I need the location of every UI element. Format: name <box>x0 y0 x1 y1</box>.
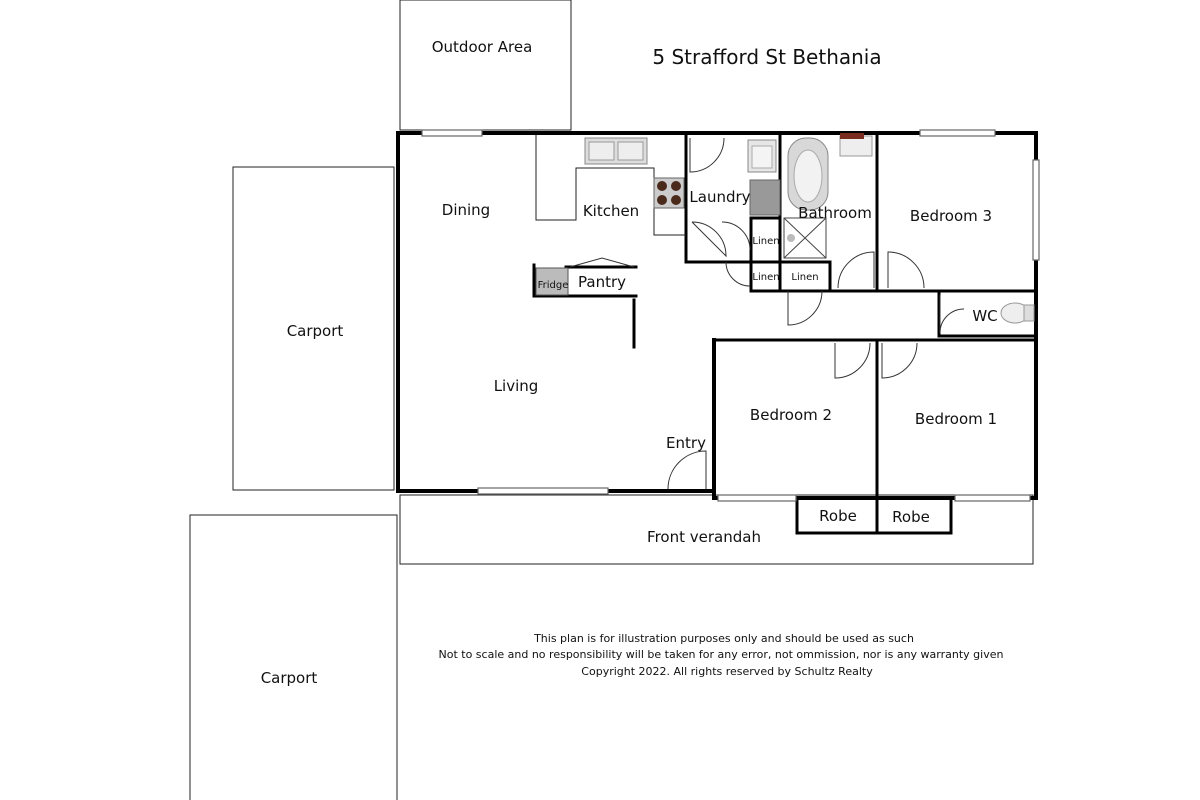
label-bedroom2: Bedroom 2 <box>750 406 832 424</box>
fridge-icon <box>535 267 569 296</box>
window-bedroom2 <box>717 494 797 502</box>
pantry-door-icon <box>569 257 635 268</box>
toilet-icon <box>1000 302 1035 324</box>
vanity-icon <box>839 133 873 157</box>
window-bedroom1 <box>954 494 1031 502</box>
label-laundry: Laundry <box>689 188 750 206</box>
window-living <box>477 487 609 495</box>
label-front-verandah: Front verandah <box>647 528 761 546</box>
label-bedroom3: Bedroom 3 <box>910 207 992 225</box>
carport-bottom-outline <box>189 514 398 800</box>
disclaimer-line-1: This plan is for illustration purposes o… <box>533 632 914 645</box>
label-robe-1: Robe <box>819 507 857 525</box>
disclaimer-line-3: Copyright 2022. All rights reserved by S… <box>581 665 873 678</box>
laundry-tub-icon <box>747 139 777 173</box>
door-swings <box>667 137 965 490</box>
cooktop-icon <box>653 177 685 209</box>
label-kitchen: Kitchen <box>583 202 639 220</box>
shower-icon <box>783 217 827 259</box>
outdoor-area-outline <box>399 0 572 131</box>
window-bedroom3-side <box>1032 159 1040 261</box>
label-wc: WC <box>972 307 997 325</box>
kitchen-bench <box>535 135 686 236</box>
label-fridge: Fridge <box>538 280 569 291</box>
label-carport-top: Carport <box>287 322 344 340</box>
washing-machine-icon <box>749 179 781 216</box>
interior-walls <box>532 131 1038 500</box>
window-bedroom3 <box>919 129 996 137</box>
window-dining <box>421 129 483 137</box>
carport-top-outline <box>232 166 395 491</box>
plan-title: 5 Strafford St Bethania <box>652 45 881 69</box>
label-linen-2: Linen <box>752 272 779 283</box>
label-linen-1: Linen <box>752 236 779 247</box>
label-linen-3: Linen <box>791 272 818 283</box>
label-robe-2: Robe <box>892 508 930 526</box>
robe-2-outline <box>875 496 953 535</box>
bathtub-icon <box>787 137 829 211</box>
label-dining: Dining <box>442 201 490 219</box>
label-bathroom: Bathroom <box>798 204 872 222</box>
label-living: Living <box>494 377 539 395</box>
disclaimer-line-2: Not to scale and no responsibility will … <box>439 648 1004 661</box>
label-pantry: Pantry <box>578 273 626 291</box>
front-verandah-outline <box>399 494 1034 565</box>
label-outdoor-area: Outdoor Area <box>432 38 533 56</box>
label-carport-bottom: Carport <box>261 669 318 687</box>
label-bedroom1: Bedroom 1 <box>915 410 997 428</box>
label-entry: Entry <box>666 434 706 452</box>
kitchen-sink-icon <box>584 137 648 165</box>
